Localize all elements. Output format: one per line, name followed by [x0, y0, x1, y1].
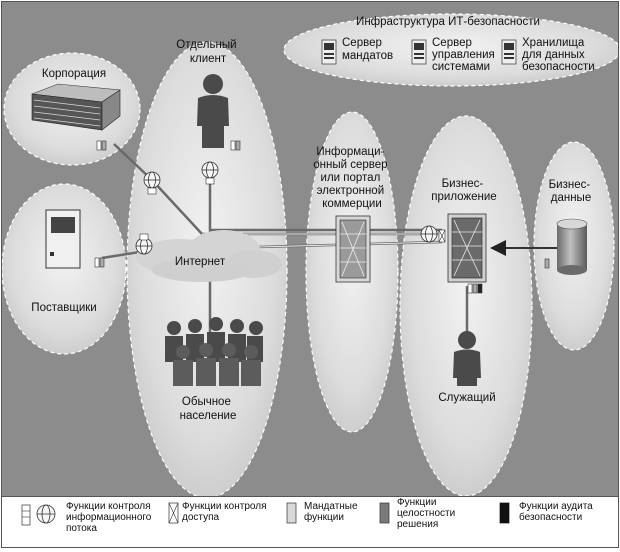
diagram-canvas: Инфраструктура ИТ-безопасности Сервер ма… [1, 1, 620, 499]
business-data-label: Бизнес- данные [549, 179, 594, 204]
legend-integrity-icon [379, 502, 390, 524]
business-app-cabinet-icon [447, 213, 487, 283]
business-app-label: Бизнес- приложение [431, 178, 496, 203]
legend-credential-functions-label: Мандатные функции [304, 501, 360, 523]
suppliers-policy-icon [94, 257, 105, 268]
infrastructure-ellipse [283, 13, 620, 87]
corporation-building-icon [31, 83, 121, 131]
legend-integrity-functions-label: Функции целостности решения [397, 497, 458, 530]
employee-person-icon [453, 331, 481, 386]
corporation-policy-icon [96, 140, 107, 151]
flow-control-globe-icon [143, 171, 161, 189]
legend-flow-globe-icon [36, 504, 56, 524]
legend-credential-icon [286, 502, 297, 524]
public-crowd-icon [165, 317, 263, 386]
legend-flow-filter-icon [21, 504, 31, 526]
business-data-cylinder-icon [556, 218, 588, 275]
suppliers-label: Поставщики [31, 302, 96, 314]
client-label: Отдельный клиент [176, 39, 240, 65]
management-server-label: Сервер управления системами [432, 37, 498, 73]
flow-control-globe-icon [201, 161, 219, 179]
infrastructure-title: Инфраструктура ИТ-безопасности [356, 16, 540, 28]
flow-control-globe-icon [135, 237, 153, 255]
info-server-label: Информаци- онный сервер или портал элект… [313, 146, 391, 210]
business-app-access-icon [438, 229, 446, 243]
credentials-server-icon [321, 39, 337, 65]
internet-cloud [136, 230, 282, 282]
client-policy-icon [230, 140, 241, 151]
flow-control-globe-icon [420, 225, 438, 243]
credentials-server-label: Сервер мандатов [342, 37, 393, 62]
suppliers-ellipse [1, 183, 127, 355]
business-data-policy-icon [544, 258, 550, 269]
legend: Функции контроля информационного потока … [1, 497, 619, 548]
suppliers-door-icon [45, 209, 81, 269]
security-storage-icon [501, 39, 517, 65]
legend-audit-icon [499, 502, 510, 524]
legend-flow-control-label: Функции контроля информационного потока [66, 501, 154, 534]
business-app-policy-icon [467, 283, 483, 294]
employee-label: Служащий [438, 392, 495, 404]
management-server-icon [411, 39, 427, 65]
legend-access-icon [168, 502, 179, 524]
corporation-label: Корпорация [42, 68, 106, 80]
legend-access-control-label: Функции контроля доступа [182, 501, 269, 523]
legend-audit-functions-label: Функции аудита безопасности [519, 501, 596, 523]
diagram-svg: Инфраструктура ИТ-безопасности Сервер ма… [1, 13, 620, 499]
flow-control-filter-icon [139, 177, 215, 241]
info-server-cabinet-icon [335, 215, 371, 283]
internet-label: Интернет [175, 256, 226, 268]
legend-svg: Функции контроля информационного потока … [21, 497, 596, 534]
public-label: Обычное население [180, 396, 237, 422]
security-storage-label: Хранилища для данных безопасности [522, 37, 595, 73]
client-person-icon [197, 74, 229, 148]
